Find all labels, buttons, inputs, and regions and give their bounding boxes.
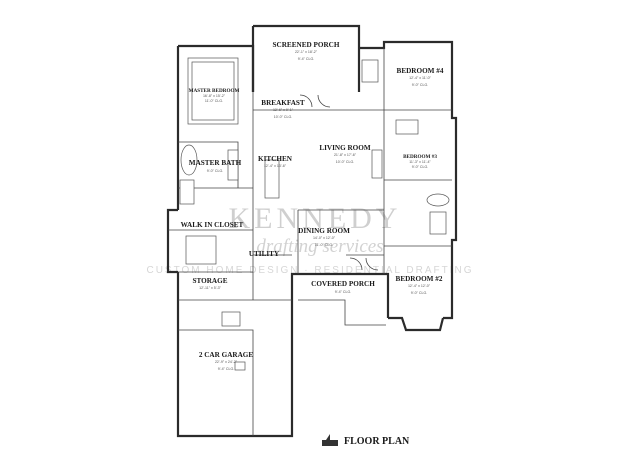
room-name: COVERED PORCH	[311, 280, 375, 288]
bath-tub-icon	[426, 193, 450, 207]
room-ceiling: 9'-4" CLG.	[335, 290, 352, 294]
watermark-script: drafting services	[256, 236, 383, 257]
room-bedroom3: BEDROOM #3 11'-3" x 11'-4" 9'-0" CLG.	[403, 154, 437, 169]
room-ceiling: 9'-0" CLG.	[207, 169, 224, 173]
room-dims: 22'-9" x 24'-2"	[215, 360, 238, 364]
room-dining-room: DINING ROOM 14'-0" x 12'-0" 11'-0" CLG.	[298, 227, 350, 247]
room-dims: 12'-4" x 11'-0"	[409, 76, 432, 80]
room-walk-in-closet: WALK IN CLOSET	[181, 221, 244, 229]
door-swing-icon	[317, 94, 331, 108]
room-breakfast: BREAKFAST 12'-6" x 9'-1" 10'-0" CLG.	[261, 99, 305, 119]
room-utility: UTILITY	[249, 250, 280, 258]
room-ceiling: 9'-0" CLG.	[411, 291, 428, 295]
watermark: KENNEDY drafting services CUSTOM HOME DE…	[146, 202, 473, 276]
water-heater-icon	[234, 361, 246, 371]
room-dims: 14'-0" x 12'-0"	[313, 236, 336, 240]
door-swing-icon	[365, 257, 379, 271]
room-name: MASTER BEDROOM	[189, 88, 240, 94]
kitchen-island-icon	[264, 159, 280, 199]
shower-icon	[179, 179, 195, 205]
bedroom3-closet-icon	[395, 119, 419, 135]
room-dims: 12'-11" x 5'-3"	[199, 286, 222, 290]
vanity-icon	[227, 149, 239, 181]
title-arrow-tip-icon	[322, 434, 330, 446]
room-name: UTILITY	[249, 250, 280, 258]
room-dims: 12'-4" x 13'-6"	[264, 164, 287, 168]
room-ceiling: 9'-4" CLG.	[298, 57, 315, 61]
room-ceiling: 11'-0" CLG.	[315, 243, 333, 247]
watermark-brand: KENNEDY	[229, 202, 402, 235]
master-bed-frame-icon	[191, 61, 235, 121]
room-name: SCREENED PORCH	[273, 41, 340, 49]
interior-walls	[168, 48, 452, 436]
room-dims: 16'-8" x 15'-2"	[203, 94, 226, 98]
room-dims: 12'-6" x 9'-1"	[273, 108, 294, 112]
room-covered-porch: COVERED PORCH 9'-4" CLG.	[311, 280, 375, 294]
room-screened-porch: SCREENED PORCH 22'-1" x 18'-2" 9'-4" CLG…	[273, 41, 340, 61]
room-storage: STORAGE 12'-11" x 5'-3"	[192, 277, 227, 290]
room-bedroom4: BEDROOM #4 12'-4" x 11'-0" 9'-0" CLG.	[397, 67, 444, 87]
room-living-room: LIVING ROOM 21'-8" x 17'-6" 10'-0" CLG.	[319, 144, 371, 164]
room-ceiling: 9'-0" CLG.	[412, 83, 429, 87]
room-master-bedroom: MASTER BEDROOM 16'-8" x 15'-2" 11'-0" CL…	[189, 88, 240, 103]
door-swing-icon	[349, 257, 363, 271]
fireplace-icon	[371, 149, 383, 179]
room-kitchen: KITCHEN 12'-4" x 13'-6"	[258, 155, 293, 168]
room-name: BEDROOM #3	[403, 154, 437, 160]
hatch-icon	[221, 311, 241, 327]
room-name: 2 CAR GARAGE	[199, 351, 254, 359]
watermark-tagline: CUSTOM HOME DESIGN · RESIDENTIAL DRAFTIN…	[146, 265, 473, 276]
fixtures	[179, 57, 450, 371]
door-swing-icon	[299, 94, 313, 108]
room-dims: 11'-3" x 11'-4"	[409, 160, 431, 164]
room-dims: 21'-8" x 17'-6"	[334, 153, 357, 157]
room-dims: 12'-4" x 12'-0"	[408, 284, 431, 288]
room-name: BEDROOM #2	[396, 275, 443, 283]
title-block: FLOOR PLAN	[322, 434, 410, 447]
room-name: KITCHEN	[258, 155, 293, 163]
room-name: LIVING ROOM	[319, 144, 371, 152]
room-bedroom2: BEDROOM #2 12'-4" x 12'-0" 9'-0" CLG.	[396, 275, 443, 295]
room-name: MASTER BATH	[189, 159, 242, 167]
room-ceiling: 9'-4" CLG.	[218, 367, 235, 371]
room-ceiling: 10'-0" CLG.	[274, 115, 293, 119]
room-ceiling: 11'-0" CLG.	[205, 99, 223, 103]
exterior-walls	[166, 24, 458, 438]
room-master-bath: MASTER BATH 9'-0" CLG.	[189, 159, 242, 173]
closet-shelving-icon	[185, 235, 217, 265]
room-name: DINING ROOM	[298, 227, 350, 235]
room-garage: 2 CAR GARAGE 22'-9" x 24'-2" 9'-4" CLG.	[199, 351, 254, 371]
bath-vanity-icon	[429, 211, 447, 235]
room-ceiling: 9'-0" CLG.	[412, 165, 429, 169]
room-name: STORAGE	[192, 277, 227, 285]
room-name: BEDROOM #4	[397, 67, 444, 75]
tub-icon	[180, 144, 198, 176]
page-title: FLOOR PLAN	[344, 436, 410, 447]
room-name: BREAKFAST	[261, 99, 305, 107]
room-name: WALK IN CLOSET	[181, 221, 244, 229]
room-dims: 22'-1" x 18'-2"	[295, 50, 318, 54]
room-ceiling: 10'-0" CLG.	[336, 160, 355, 164]
bedroom4-bath-icon	[361, 59, 379, 83]
